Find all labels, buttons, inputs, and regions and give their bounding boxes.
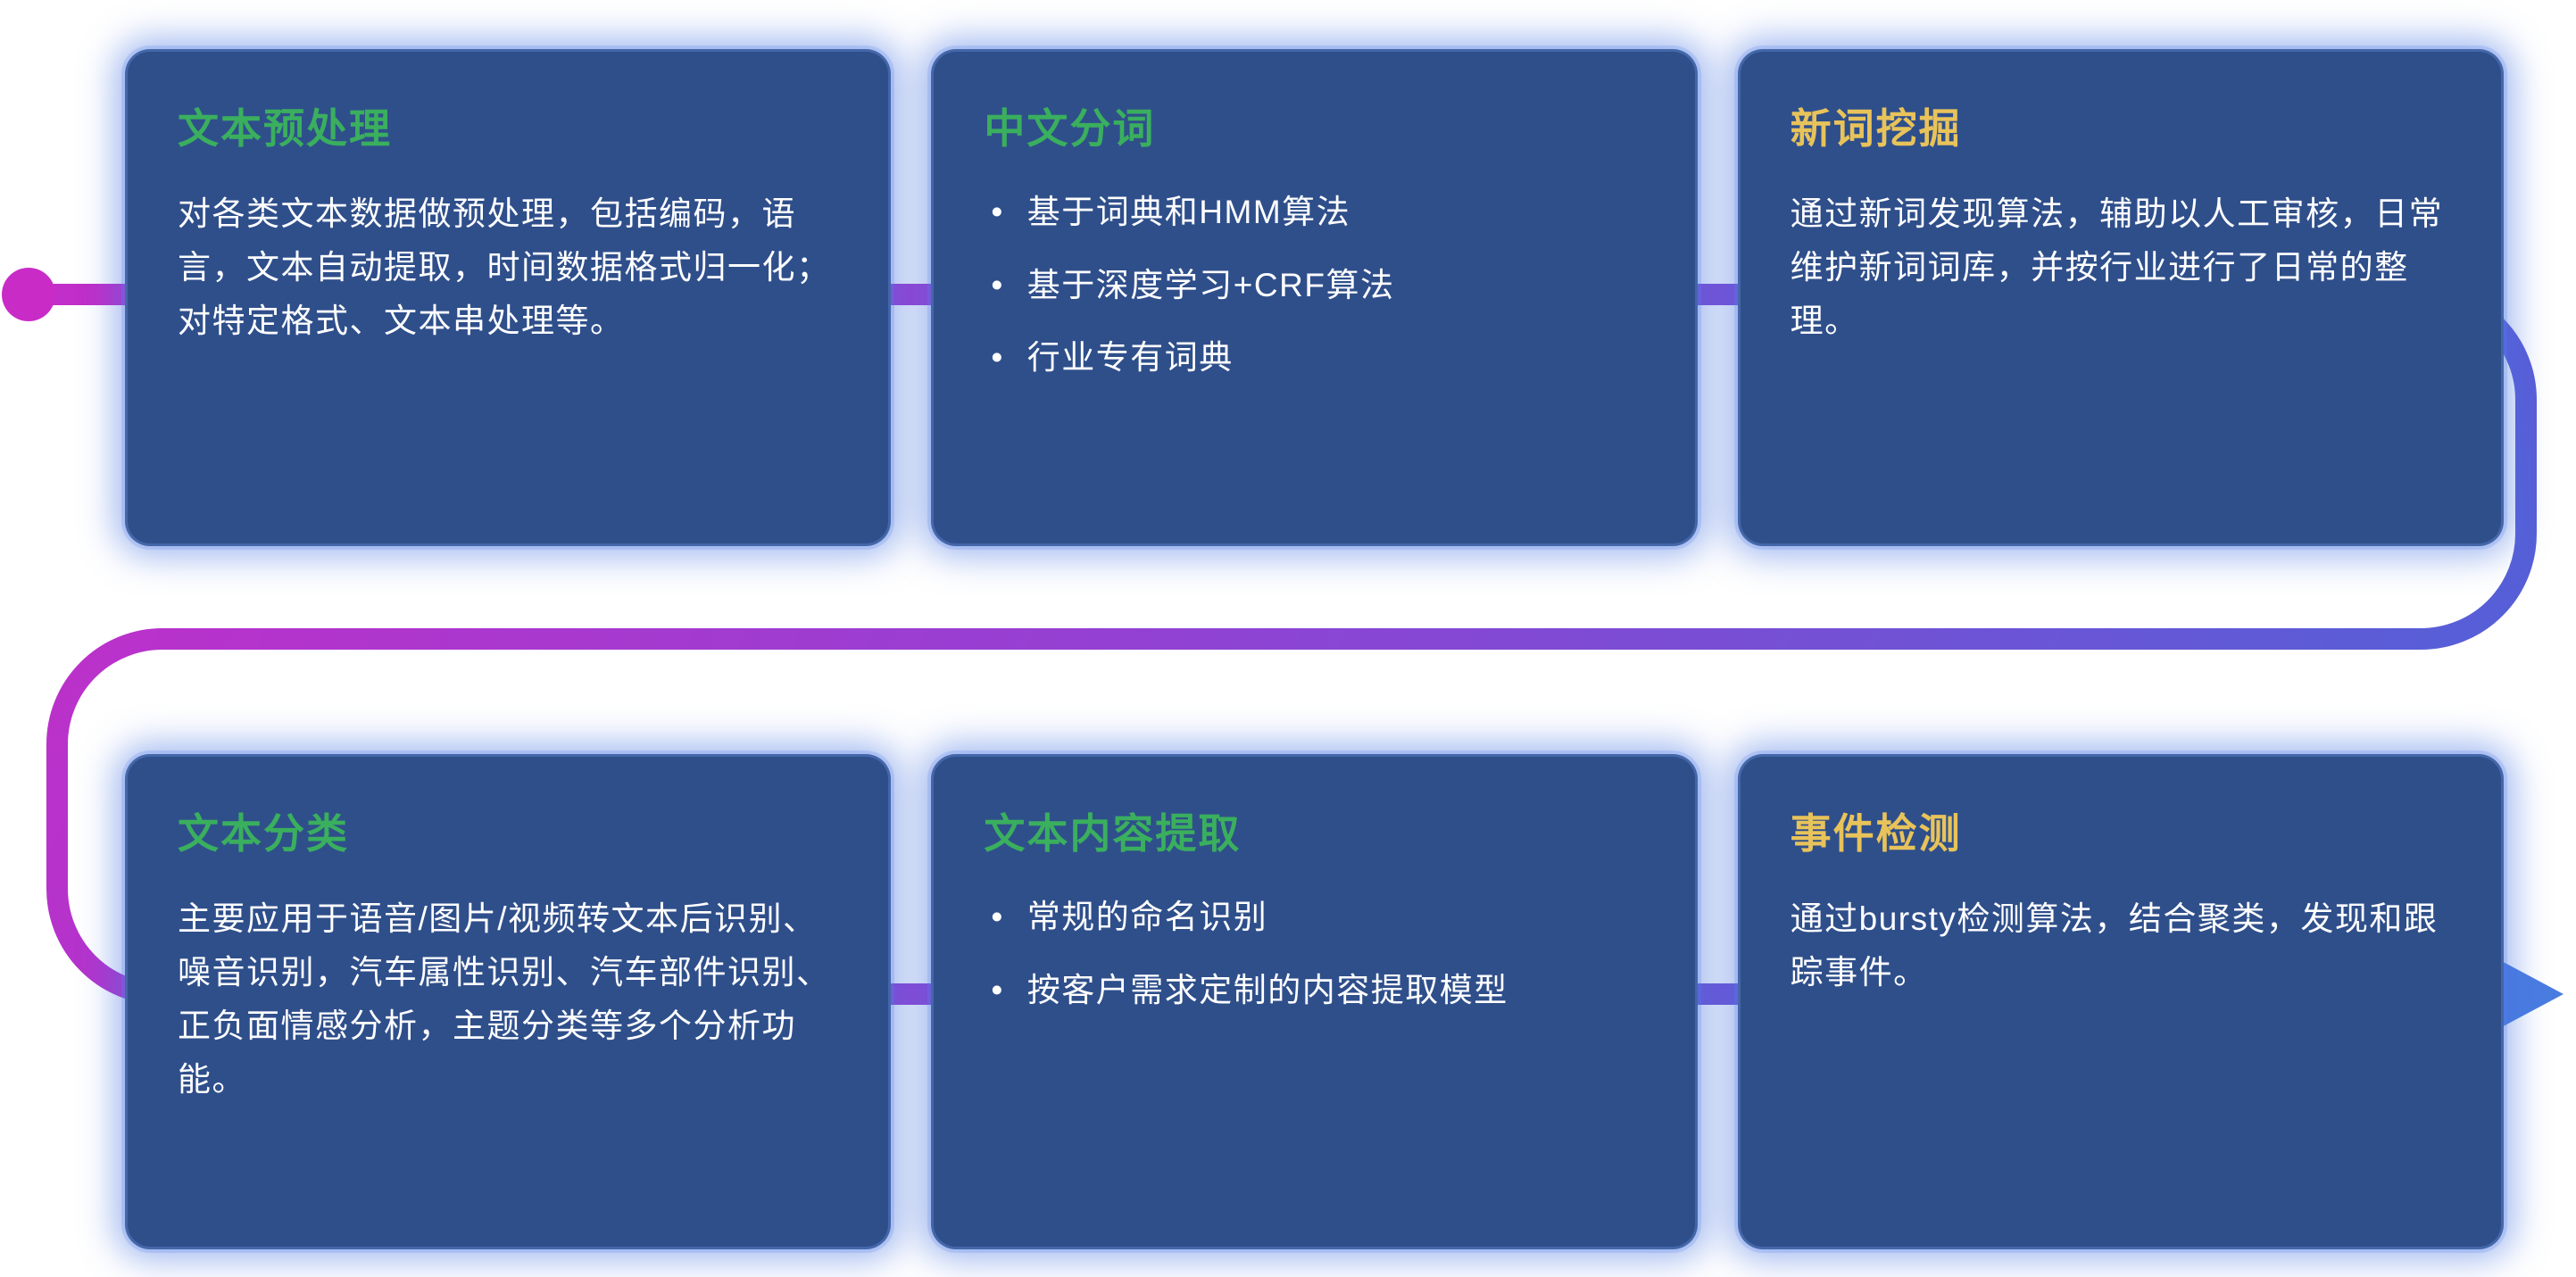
bullet-icon: • bbox=[991, 971, 1004, 1008]
card-title: 中文分词 bbox=[984, 105, 1156, 152]
bullet-icon: • bbox=[991, 899, 1004, 935]
card-text-content-extraction: 文本内容提取 • 常规的命名识别 • 按客户需求定制的内容提取模型 bbox=[931, 754, 1698, 1249]
bullet-item: • 基于深度学习+CRF算法 bbox=[991, 261, 1644, 311]
card-text-classification: 文本分类 主要应用于语音/图片/视频转文本后识别、噪音识别，汽车属性识别、汽车部… bbox=[125, 754, 892, 1249]
bullet-list: • 常规的命名识别 • 按客户需求定制的内容提取模型 bbox=[984, 892, 1644, 1015]
card-title: 文本分类 bbox=[178, 810, 349, 857]
card-title: 新词挖掘 bbox=[1790, 105, 1962, 152]
bullet-item: • 常规的命名识别 bbox=[991, 892, 1644, 942]
bullet-list: • 基于词典和HMM算法 • 基于深度学习+CRF算法 • 行业专有词典 bbox=[984, 187, 1644, 383]
bullet-item: • 基于词典和HMM算法 bbox=[991, 187, 1644, 237]
card-text-preprocessing: 文本预处理 对各类文本数据做预处理，包括编码，语言，文本自动提取，时间数据格式归… bbox=[125, 49, 892, 546]
card-body: 通过bursty检测算法，结合聚类，发现和跟踪事件。 bbox=[1790, 900, 2439, 991]
card-body: 主要应用于语音/图片/视频转文本后识别、噪音识别，汽车属性识别、汽车部件识别、正… bbox=[178, 900, 831, 1098]
card-title: 文本预处理 bbox=[178, 105, 392, 152]
bullet-item: • 行业专有词典 bbox=[991, 333, 1644, 383]
flow-start-dot bbox=[2, 268, 55, 321]
bullet-text: 基于深度学习+CRF算法 bbox=[1026, 266, 1395, 303]
flow-path bbox=[27, 284, 2537, 1005]
bullet-text: 常规的命名识别 bbox=[1026, 899, 1268, 935]
cards-grid: 文本预处理 对各类文本数据做预处理，包括编码，语言，文本自动提取，时间数据格式归… bbox=[125, 49, 2504, 1249]
card-title: 文本内容提取 bbox=[984, 810, 1242, 857]
bullet-icon: • bbox=[991, 194, 1004, 230]
card-title: 事件检测 bbox=[1790, 810, 1962, 857]
bullet-text: 按客户需求定制的内容提取模型 bbox=[1026, 971, 1508, 1008]
bullet-item: • 按客户需求定制的内容提取模型 bbox=[991, 966, 1644, 1016]
bullet-text: 基于词典和HMM算法 bbox=[1026, 194, 1351, 230]
bullet-icon: • bbox=[991, 266, 1004, 303]
card-chinese-word-segmentation: 中文分词 • 基于词典和HMM算法 • 基于深度学习+CRF算法 • 行业专有词… bbox=[931, 49, 1698, 546]
bullet-icon: • bbox=[991, 339, 1004, 376]
card-new-word-mining: 新词挖掘 通过新词发现算法，辅助以人工审核，日常维护新词词库，并按行业进行了日常… bbox=[1737, 49, 2504, 546]
bullet-text: 行业专有词典 bbox=[1026, 339, 1234, 376]
card-body: 通过新词发现算法，辅助以人工审核，日常维护新词词库，并按行业进行了日常的整理。 bbox=[1790, 195, 2444, 339]
card-body: 对各类文本数据做预处理，包括编码，语言，文本自动提取，时间数据格式归一化；对特定… bbox=[178, 195, 831, 339]
card-event-detection: 事件检测 通过bursty检测算法，结合聚类，发现和跟踪事件。 bbox=[1737, 754, 2504, 1249]
